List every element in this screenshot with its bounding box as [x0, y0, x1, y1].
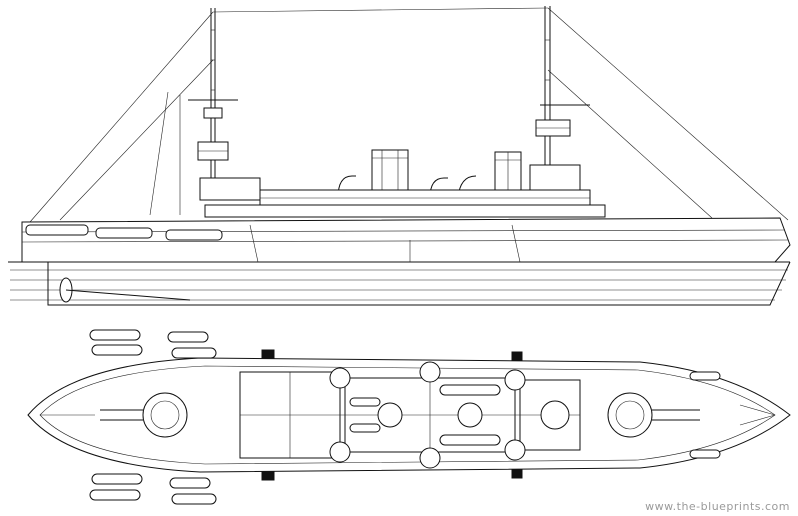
foremast [188, 8, 238, 200]
superstructure [199, 164, 606, 218]
secondary-turrets [329, 361, 570, 469]
side-elevation-view [8, 6, 791, 306]
deck-houses [239, 371, 581, 459]
plan-view [27, 329, 791, 505]
side-boats [25, 224, 223, 241]
watermark-text: www.the-blueprints.com [645, 500, 790, 513]
main-turrets [100, 392, 700, 438]
sponsons [261, 349, 523, 481]
deck-boats [349, 384, 501, 446]
hull-side [8, 217, 791, 306]
rigging-lines [29, 7, 789, 223]
hull-plan-outline [27, 357, 791, 473]
propellers [59, 277, 191, 303]
bow-detail [40, 404, 776, 426]
swung-out-boats [89, 329, 721, 505]
